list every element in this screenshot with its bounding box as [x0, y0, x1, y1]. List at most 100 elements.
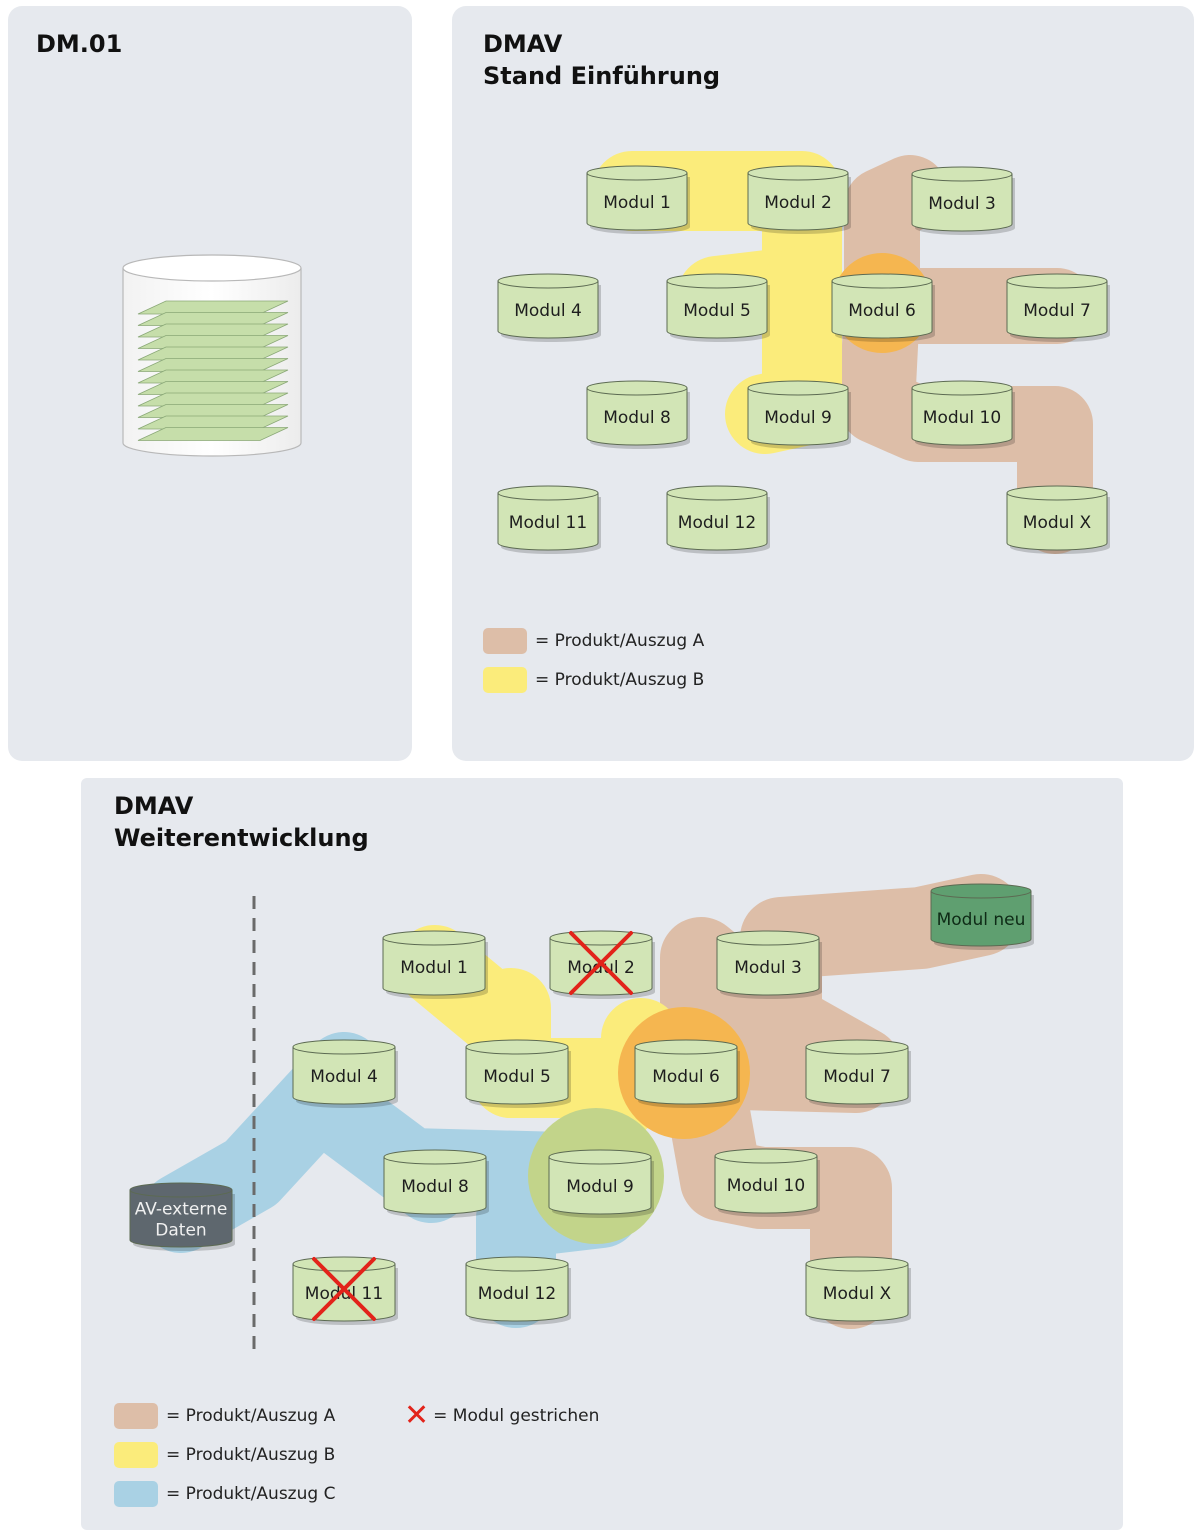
module-cylinder: Modul 12: [666, 485, 770, 554]
new-module-cylinder: Modul neu: [930, 883, 1034, 950]
module-cylinder-body: [382, 938, 486, 996]
intro-legend-b-swatch: [483, 666, 527, 693]
module-cylinder-body: [497, 493, 599, 551]
module-cylinder-top: [497, 485, 599, 501]
module-cylinder-label: Modul 6: [652, 1067, 720, 1087]
module-cylinder-body: [714, 1156, 818, 1214]
module-cylinder-top: [716, 930, 820, 946]
module-cylinder-top: [548, 1149, 652, 1165]
intro-legend-a-text: = Produkt/Auszug A: [535, 630, 705, 651]
module-cylinder-label: Modul 12: [478, 1284, 556, 1304]
module-cylinder-body: [1006, 493, 1108, 551]
intro-legend-a: = Produkt/Auszug A: [483, 621, 704, 660]
module-cylinder-label: Modul 1: [400, 958, 468, 978]
module-cylinder: Modul 3: [716, 930, 822, 999]
module-cylinder-label: Modul 10: [923, 408, 1001, 428]
module-cylinder-body: [548, 1157, 652, 1215]
panel-dm01: DM.01: [8, 6, 412, 761]
module-cylinder: Modul 1: [586, 165, 690, 234]
module-cylinder-body: [383, 1157, 487, 1215]
module-cylinder: Modul 4: [292, 1039, 398, 1108]
module-cylinder: Modul X: [805, 1256, 911, 1325]
module-cylinder-label: Modul 5: [483, 1067, 551, 1087]
new-module-cylinder-top: [930, 883, 1032, 899]
module-cylinder-body: [465, 1047, 569, 1105]
module-cylinder-label: Modul 11: [305, 1284, 383, 1304]
module-cylinder-body: [465, 1264, 569, 1322]
module-cylinder-body: [549, 938, 653, 996]
dev-legend-c: = Produkt/Auszug C: [114, 1474, 335, 1513]
dev-legend-b-swatch: [114, 1441, 158, 1468]
module-cylinder-top: [911, 380, 1013, 396]
dm01-database-icon: [122, 254, 302, 457]
intro-legend-a-swatch: [483, 627, 527, 654]
module-cylinder-body: [911, 388, 1013, 446]
dev-legend-a-swatch: [114, 1402, 158, 1429]
dev-legend: = Produkt/Auszug A = Produkt/Auszug B = …: [114, 1396, 335, 1513]
module-cylinder-top: [911, 166, 1013, 182]
module-cylinder-body: [805, 1264, 909, 1322]
module-cylinder-body: [1006, 281, 1108, 339]
dev-legend-b: = Produkt/Auszug B: [114, 1435, 335, 1474]
module-cylinder: Modul 9: [747, 380, 851, 449]
module-cylinder-label: Modul 6: [848, 301, 916, 321]
module-cylinder-body: [747, 173, 849, 231]
module-cylinder-label: Modul 11: [509, 513, 587, 533]
module-cylinder: Modul 10: [714, 1148, 820, 1217]
module-cylinder-top: [292, 1256, 396, 1272]
strike-cross-icon: [312, 1257, 376, 1321]
module-cylinder-top: [382, 930, 486, 946]
module-cylinder-body: [292, 1264, 396, 1322]
intro-module-diagram: Modul 1 Modul 2 Modul 3 Modul 4 Modul 5 Modul…: [497, 151, 1110, 554]
strike-cross-icon: [569, 931, 633, 995]
module-cylinder: Modul 10: [911, 380, 1015, 449]
module-cylinder-label: Modul 8: [603, 408, 671, 428]
module-cylinder-top: [586, 165, 688, 181]
module-cylinder-top: [549, 930, 653, 946]
module-cylinder-label: Modul 2: [567, 958, 635, 978]
module-cylinder-top: [666, 485, 768, 501]
module-cylinder-top: [666, 273, 768, 289]
module-cylinder: Modul 9: [548, 1149, 654, 1218]
module-cylinder-top: [747, 165, 849, 181]
external-data-cylinder-top: [129, 1182, 233, 1198]
module-cylinder-label: Modul X: [1023, 513, 1092, 533]
module-cylinder: Modul 7: [805, 1039, 911, 1108]
module-cylinder-body: [292, 1047, 396, 1105]
module-cylinder: Modul 7: [1006, 273, 1110, 342]
module-cylinder: Modul 8: [383, 1149, 489, 1218]
module-cylinder-label: Modul 2: [764, 193, 832, 213]
panel-intro-title-line2: Stand Einführung: [483, 62, 721, 90]
module-cylinder: Modul 12: [465, 1256, 571, 1325]
module-cylinder-label: Modul 8: [401, 1177, 469, 1197]
module-cylinder: Modul X: [1006, 485, 1110, 554]
module-cylinder-top: [1006, 273, 1108, 289]
module-cylinder: Modul 5: [465, 1039, 571, 1108]
module-cylinder-label: Modul 1: [603, 193, 671, 213]
module-cylinder-body: [634, 1047, 738, 1105]
module-cylinder-body: [586, 388, 688, 446]
module-cylinder-top: [383, 1149, 487, 1165]
module-cylinder-top: [805, 1039, 909, 1055]
intro-product-a-region: [839, 155, 1093, 554]
module-cylinder-label: Modul 5: [683, 301, 751, 321]
module-cylinder-body: [497, 281, 599, 339]
dev-legend-c-text: = Produkt/Auszug C: [166, 1483, 336, 1504]
external-data-cylinder-label: AV-externe: [135, 1200, 228, 1220]
panel-intro-title: DMAV Stand Einführung: [483, 28, 720, 92]
module-cylinder-top: [292, 1039, 396, 1055]
module-cylinder-body: [666, 493, 768, 551]
module-cylinder-body: [586, 173, 688, 231]
module-cylinder: Modul 8: [586, 380, 690, 449]
module-cylinder-top: [465, 1039, 569, 1055]
module-cylinder: Modul 11: [497, 485, 601, 554]
module-cylinder-body: [831, 281, 933, 339]
dev-legend-b-text: = Produkt/Auszug B: [166, 1444, 336, 1465]
module-cylinder-label: Modul 4: [310, 1067, 378, 1087]
module-cylinder-label: Modul 3: [928, 194, 996, 214]
module-cylinder-top: [714, 1148, 818, 1164]
dev-legend-strike: ✕ = Modul gestrichen: [404, 1396, 599, 1435]
module-cylinder: Modul 4: [497, 273, 601, 342]
